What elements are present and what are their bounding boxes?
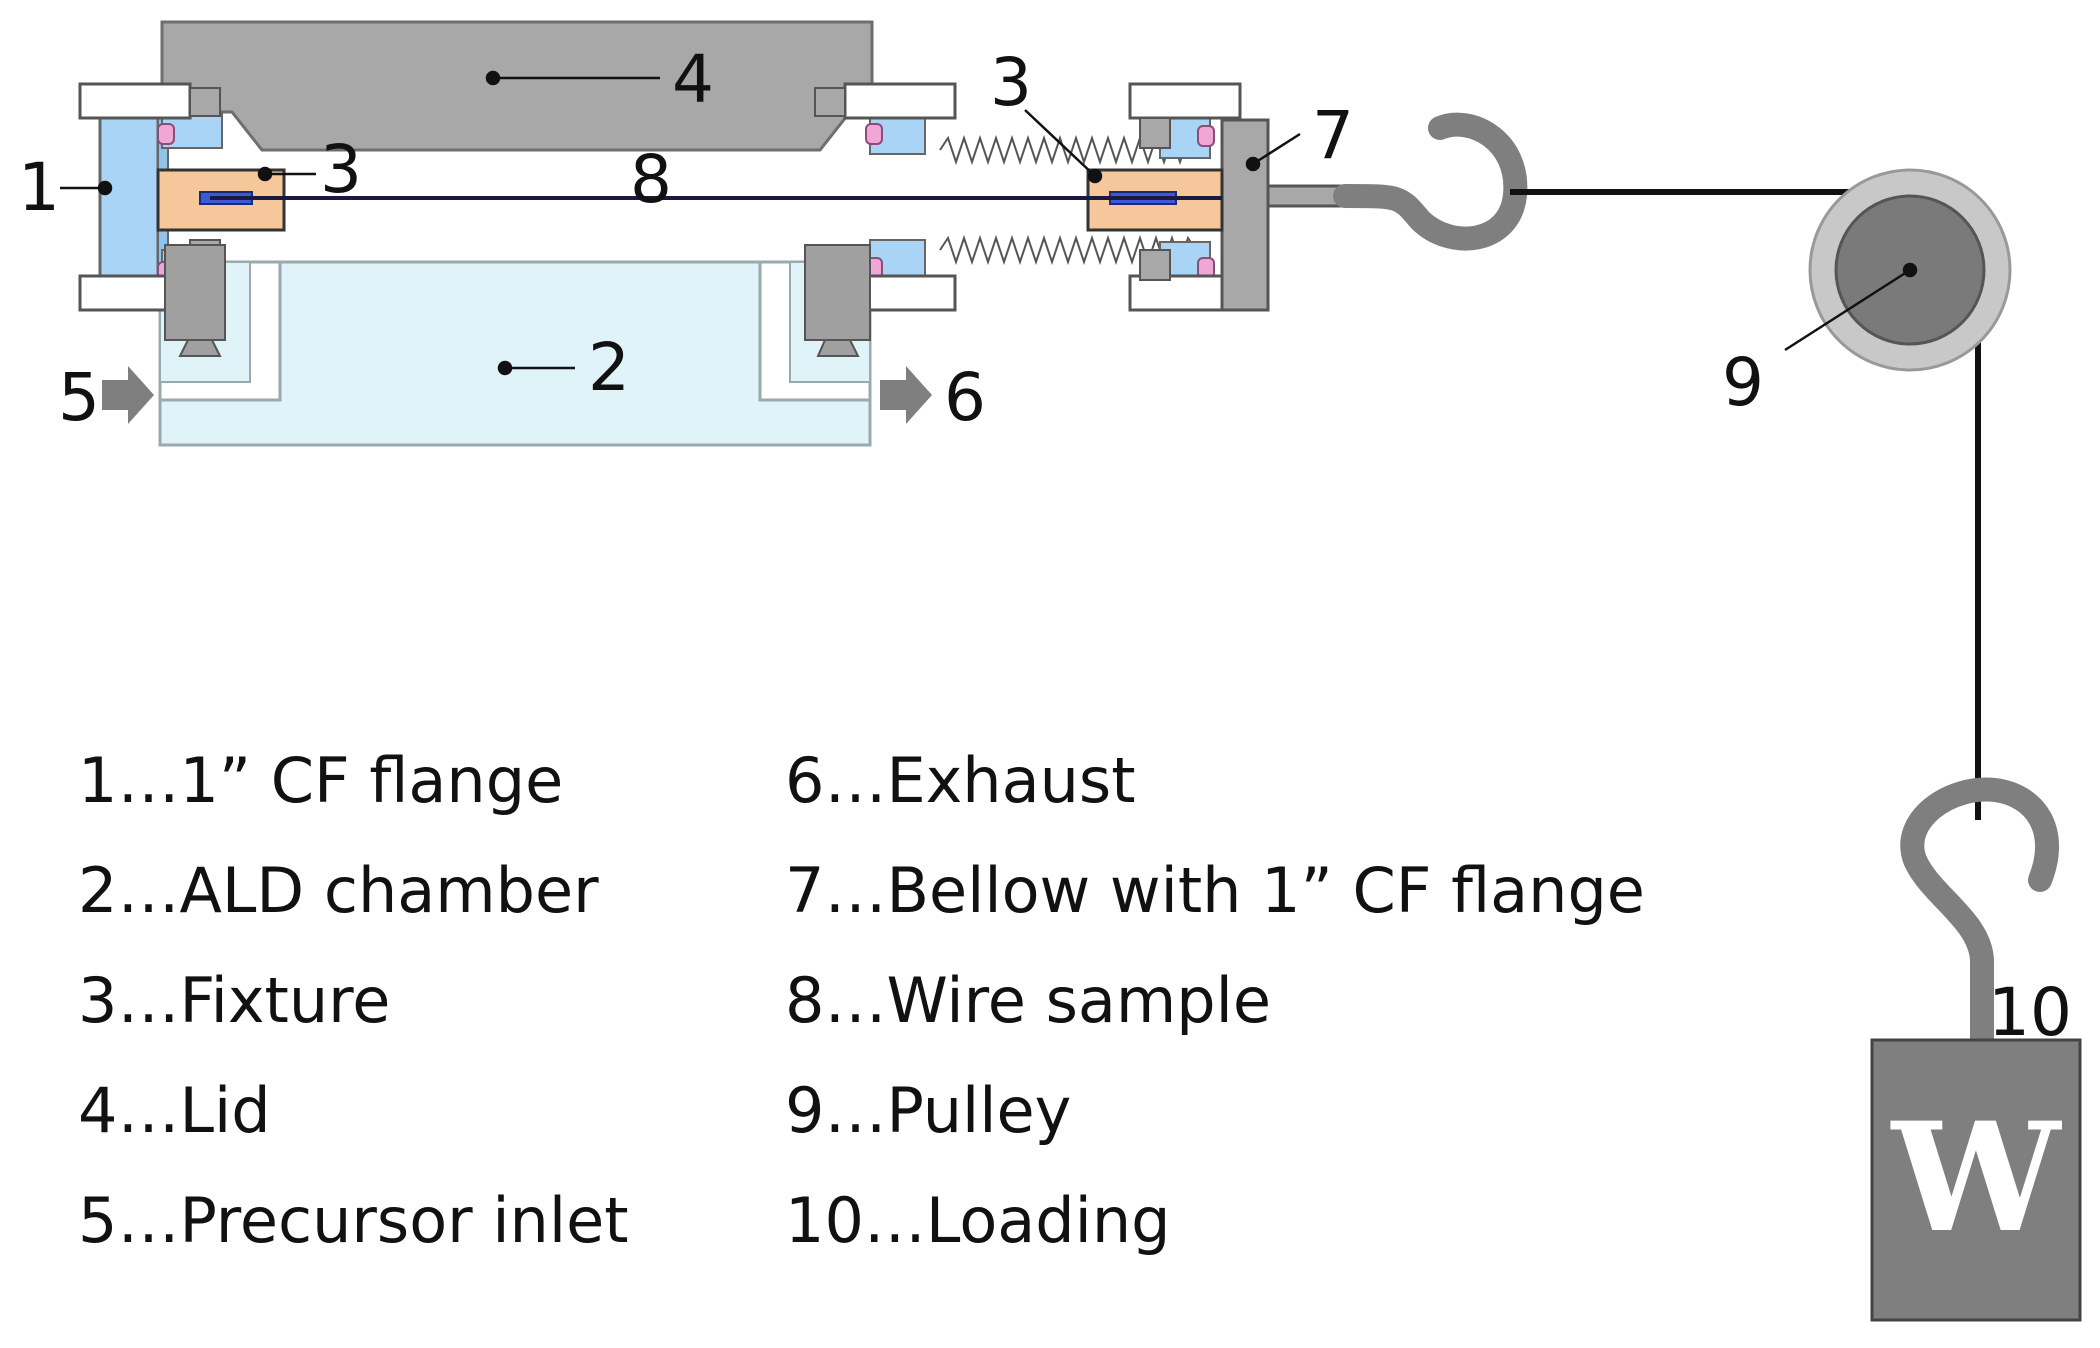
callout-7: 7 [1312, 97, 1354, 174]
lid [160, 20, 874, 152]
bellow-cf-flange [1128, 82, 1348, 312]
legend-item-2: 2…ALD chamber [78, 854, 599, 927]
callout-4: 4 [672, 41, 714, 118]
legend-item-1: 1…1” CF flange [78, 744, 563, 817]
legend: 1…1” CF flange 2…ALD chamber 3…Fixture 4… [78, 744, 1645, 1257]
callout-10: 10 [1988, 974, 2072, 1051]
callout-3-right: 3 [990, 44, 1032, 121]
callout-3-left: 3 [320, 131, 362, 208]
weight: W [1870, 1038, 2082, 1322]
ald-chamber [158, 260, 872, 447]
legend-item-6: 6…Exhaust [785, 744, 1136, 817]
precursor-inlet-arrow [102, 366, 154, 424]
legend-item-3: 3…Fixture [78, 964, 390, 1037]
legend-item-10: 10…Loading [785, 1184, 1171, 1257]
legend-item-7: 7…Bellow with 1” CF flange [785, 854, 1645, 927]
callout-8: 8 [630, 141, 672, 218]
legend-item-9: 9…Pulley [785, 1074, 1071, 1147]
flange-hook [1333, 112, 1528, 251]
callout-5: 5 [58, 359, 100, 436]
loading-hook [1900, 777, 2060, 1052]
callout-6: 6 [944, 359, 986, 436]
weight-label: W [1890, 1090, 2063, 1266]
callout-2: 2 [588, 329, 630, 406]
legend-item-5: 5…Precursor inlet [78, 1184, 629, 1257]
legend-item-8: 8…Wire sample [785, 964, 1271, 1037]
leader-lines [60, 70, 1918, 376]
callout-9: 9 [1722, 344, 1764, 421]
callout-1: 1 [18, 149, 60, 226]
right-chamber-flange [804, 82, 957, 357]
legend-item-4: 4…Lid [78, 1074, 271, 1147]
exhaust-arrow [880, 366, 932, 424]
